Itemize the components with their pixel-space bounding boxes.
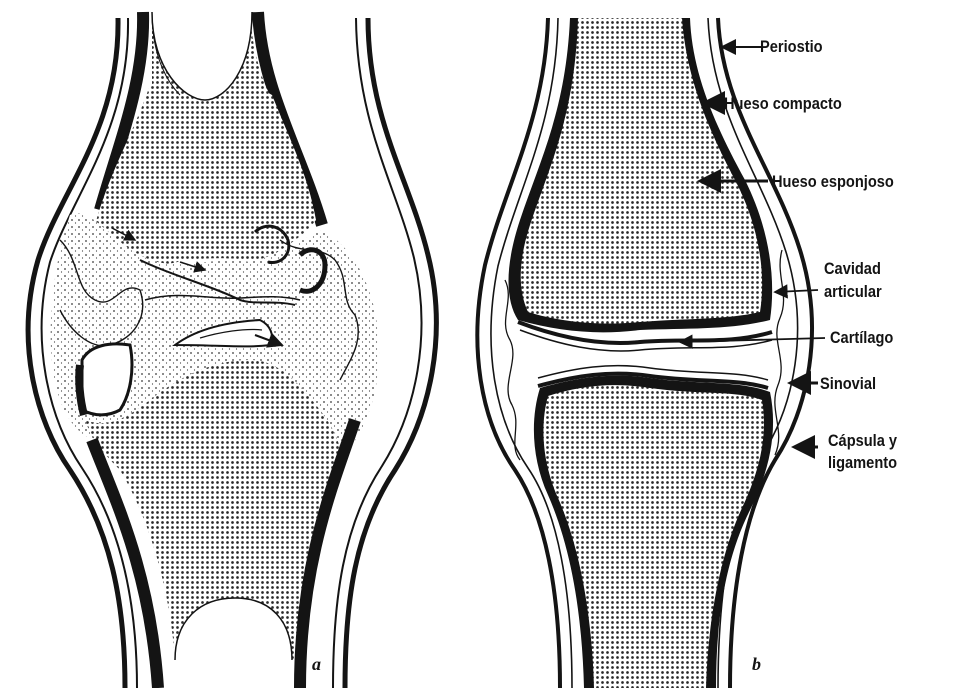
panel-b-outer-capsule bbox=[477, 18, 560, 688]
label-capsula-line1: Cápsula y bbox=[828, 430, 897, 451]
pointer-cavidad bbox=[775, 290, 818, 292]
panel-letter-b: b bbox=[752, 654, 761, 675]
label-cartilago: Cartílago bbox=[830, 327, 893, 348]
panel-b-diagram bbox=[477, 18, 825, 688]
label-hueso-esponjoso: Hueso esponjoso bbox=[772, 171, 894, 192]
label-cavidad-line1: Cavidad bbox=[824, 258, 881, 279]
label-sinovial: Sinovial bbox=[820, 373, 876, 394]
label-hueso-compacto: Hueso compacto bbox=[724, 93, 842, 114]
label-cavidad-line2: articular bbox=[824, 281, 882, 302]
panel-letter-a: a bbox=[312, 654, 321, 675]
label-capsula-line2: ligamento bbox=[828, 452, 897, 473]
label-periostio: Periostio bbox=[760, 36, 823, 57]
panel-a-diagram bbox=[28, 12, 436, 688]
